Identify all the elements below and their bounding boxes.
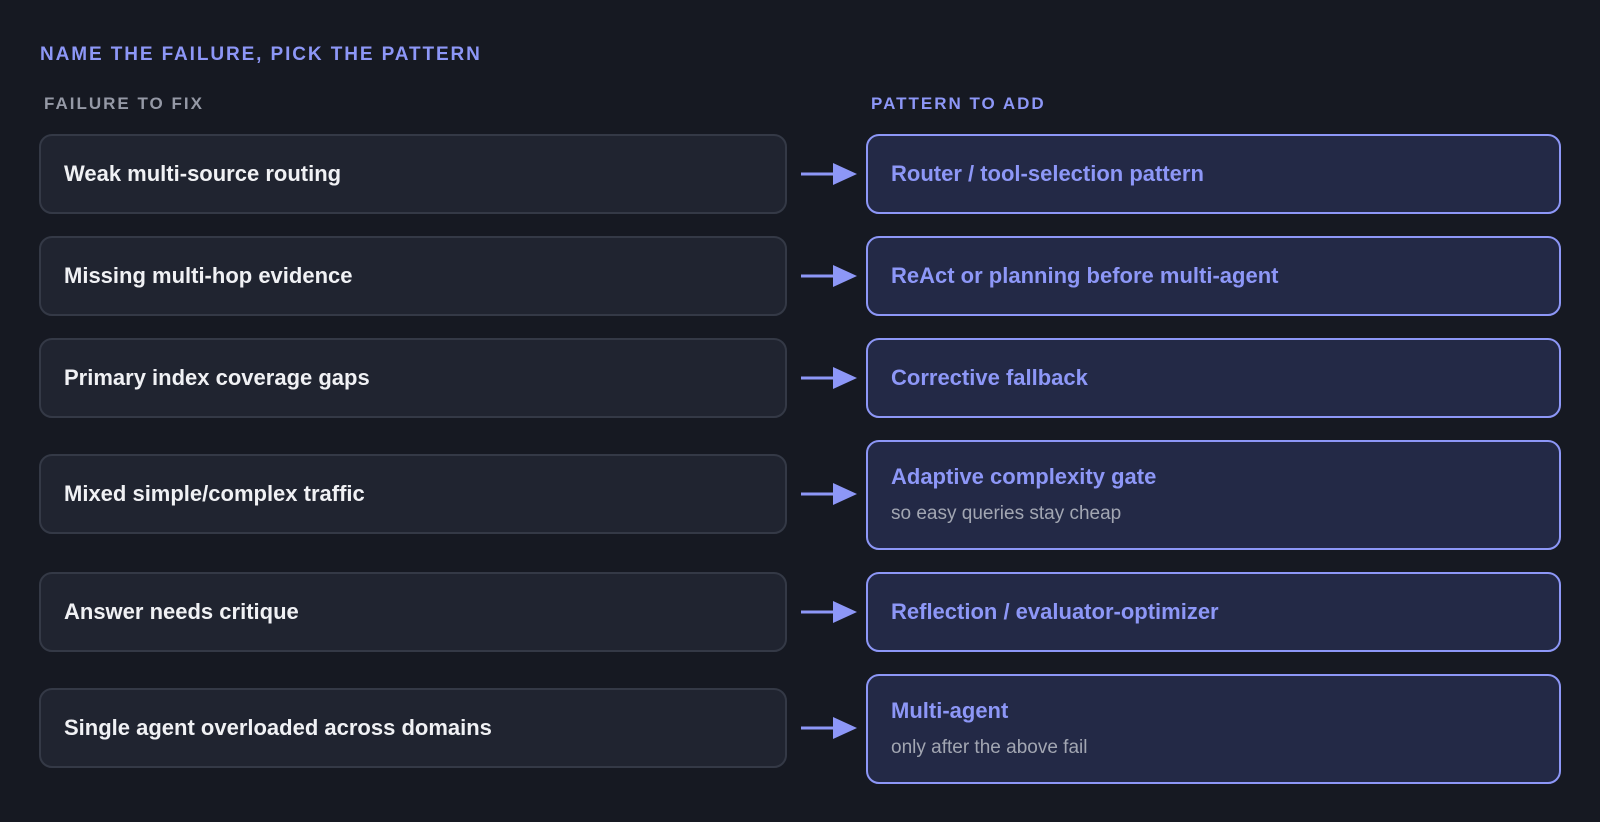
pattern-box: Adaptive complexity gate so easy queries… [866, 440, 1561, 550]
arrow-right-icon [801, 601, 857, 623]
failure-box: Missing multi-hop evidence [39, 236, 787, 316]
failure-column-header: FAILURE TO FIX [44, 94, 204, 113]
failure-box: Mixed simple/complex traffic [39, 454, 787, 534]
failure-label: Mixed simple/complex traffic [64, 481, 365, 506]
failure-label: Primary index coverage gaps [64, 365, 370, 390]
failure-box: Answer needs critique [39, 572, 787, 652]
pattern-label: ReAct or planning before multi-agent [891, 263, 1279, 288]
failure-label: Answer needs critique [64, 599, 299, 624]
failure-label: Missing multi-hop evidence [64, 263, 353, 288]
arrow-right-icon [801, 367, 857, 389]
arrow-right-icon [801, 717, 857, 739]
pattern-note: so easy queries stay cheap [891, 503, 1122, 524]
page-title: NAME THE FAILURE, PICK THE PATTERN [40, 44, 482, 65]
pattern-label: Reflection / evaluator-optimizer [891, 599, 1219, 624]
pattern-label: Adaptive complexity gate [891, 464, 1157, 489]
pattern-label: Multi-agent [891, 698, 1009, 723]
pattern-box: Corrective fallback [866, 338, 1561, 418]
failure-label: Single agent overloaded across domains [64, 715, 492, 740]
failure-label: Weak multi-source routing [64, 161, 342, 186]
arrow-right-icon [801, 163, 857, 185]
pattern-box: Router / tool-selection pattern [866, 134, 1561, 214]
pattern-label: Corrective fallback [891, 365, 1088, 390]
pattern-box: Multi-agent only after the above fail [866, 674, 1561, 784]
pattern-label: Router / tool-selection pattern [891, 161, 1204, 186]
pattern-box: Reflection / evaluator-optimizer [866, 572, 1561, 652]
failure-box: Primary index coverage gaps [39, 338, 787, 418]
pattern-note: only after the above fail [891, 737, 1088, 758]
failure-box: Weak multi-source routing [39, 134, 787, 214]
failure-box: Single agent overloaded across domains [39, 688, 787, 768]
pattern-column-header: PATTERN TO ADD [871, 94, 1046, 113]
pattern-box: ReAct or planning before multi-agent [866, 236, 1561, 316]
arrow-right-icon [801, 265, 857, 287]
arrow-right-icon [801, 483, 857, 505]
